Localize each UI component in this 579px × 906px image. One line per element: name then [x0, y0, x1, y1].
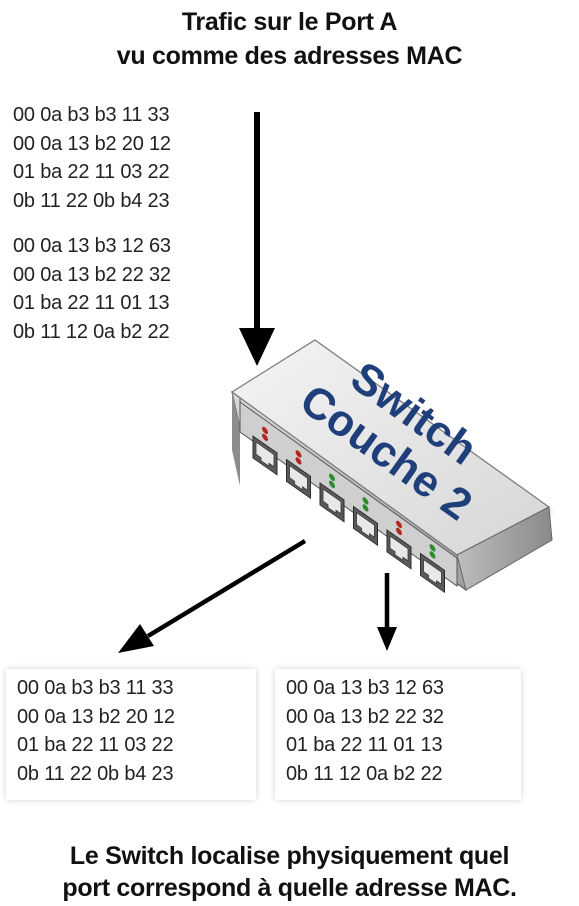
ethernet-port-2: [286, 450, 311, 500]
status-led: [329, 473, 335, 482]
output-mac-list-left: 00 0a b3 b3 11 33 00 0a 13 b2 20 12 01 b…: [6, 669, 256, 788]
mac-address: 00 0a b3 b3 11 33: [17, 677, 174, 699]
incoming-arrow: [239, 112, 275, 366]
incoming-mac-list-1: 00 0a b3 b3 11 33 00 0a 13 b2 20 12 01 b…: [13, 101, 171, 215]
title-line-2: vu comme des adresses MAC: [116, 42, 463, 70]
footer-line-2: port correspond à quelle adresse MAC.: [62, 874, 517, 902]
status-led: [396, 527, 402, 536]
status-led: [362, 504, 369, 512]
ethernet-port-4: [353, 497, 378, 547]
status-led: [329, 480, 335, 489]
title-line-1: Trafic sur le Port A: [181, 8, 398, 36]
mac-address: 0b 11 22 0b b4 23: [13, 189, 170, 212]
switch-device: [230, 339, 555, 594]
status-led: [295, 450, 302, 458]
status-led: [362, 497, 369, 505]
mac-address: 00 0a 13 b2 22 32: [286, 705, 444, 728]
mac-address: 00 0a 13 b2 20 12: [17, 705, 175, 728]
mac-address: 00 0a b3 b3 11 33: [13, 104, 170, 126]
mac-address: 00 0a 13 b3 12 63: [286, 677, 444, 699]
ethernet-port-1: [252, 426, 278, 476]
mac-address: 01 ba 22 11 01 13: [13, 292, 170, 314]
mac-address: 0b 11 12 0a b2 22: [13, 320, 170, 343]
mac-address: 01 ba 22 11 03 22: [17, 734, 174, 756]
output-box-right: 00 0a 13 b3 12 63 00 0a 13 b2 22 32 01 b…: [275, 669, 521, 800]
ethernet-port-5: [386, 520, 412, 570]
footer-line-1: Le Switch localise physiquement quel: [69, 842, 510, 870]
output-arrow-down: [377, 573, 397, 651]
status-led: [396, 520, 402, 529]
mac-address: 00 0a 13 b3 12 63: [13, 235, 171, 257]
incoming-mac-list-2: 00 0a 13 b3 12 63 00 0a 13 b2 22 32 01 b…: [13, 232, 171, 346]
mac-address: 00 0a 13 b2 20 12: [13, 132, 171, 155]
status-led: [262, 433, 268, 442]
mac-address: 00 0a 13 b2 22 32: [13, 263, 171, 286]
mac-address: 01 ba 22 11 03 22: [13, 161, 170, 183]
ethernet-port-6: [420, 544, 445, 594]
output-arrow-left: [118, 539, 307, 653]
switch-ports: [252, 426, 445, 594]
output-box-left: 00 0a b3 b3 11 33 00 0a 13 b2 20 12 01 b…: [6, 669, 256, 800]
status-led: [429, 551, 436, 559]
mac-address: 01 ba 22 11 01 13: [286, 734, 443, 756]
status-led: [429, 544, 436, 552]
output-mac-list-right: 00 0a 13 b3 12 63 00 0a 13 b2 22 32 01 b…: [275, 669, 521, 788]
ethernet-port-3: [319, 473, 345, 523]
mac-address: 0b 11 12 0a b2 22: [286, 762, 443, 785]
status-led: [295, 457, 302, 465]
mac-address: 0b 11 22 0b b4 23: [17, 762, 174, 785]
status-led: [262, 426, 268, 435]
